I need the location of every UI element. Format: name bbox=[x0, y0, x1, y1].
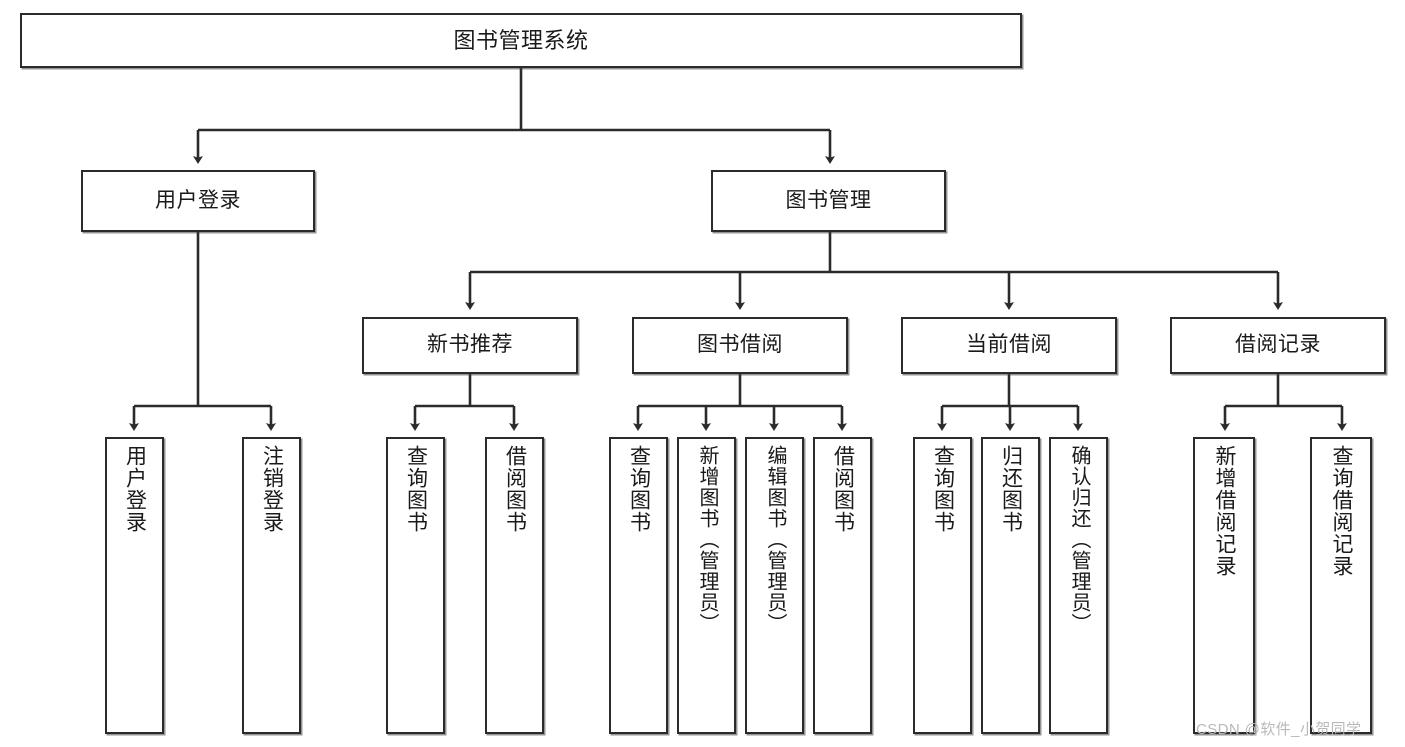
node-new-book-recommend[interactable]: 新书推荐 bbox=[362, 317, 578, 374]
leaf-current-borrow-confirm[interactable]: 确认归还（管理员） bbox=[1049, 437, 1108, 734]
node-borrow-record[interactable]: 借阅记录 bbox=[1170, 317, 1386, 374]
node-label: 查询图书 bbox=[931, 445, 955, 533]
node-current-borrow[interactable]: 当前借阅 bbox=[901, 317, 1117, 374]
node-label: 用户登录 bbox=[123, 445, 147, 533]
leaf-book-borrow-borrow[interactable]: 借阅图书 bbox=[813, 437, 872, 734]
csdn-watermark: CSDN @软件_小贺同学 bbox=[1196, 721, 1362, 738]
node-root-system[interactable]: 图书管理系统 bbox=[20, 13, 1022, 68]
leaf-book-borrow-edit[interactable]: 编辑图书（管理员） bbox=[745, 437, 804, 734]
node-label: 当前借阅 bbox=[966, 333, 1052, 357]
node-label: 用户登录 bbox=[155, 188, 241, 212]
node-label: 借阅图书 bbox=[503, 445, 527, 533]
node-label: 图书管理 bbox=[785, 188, 872, 212]
leaf-book-borrow-query[interactable]: 查询图书 bbox=[609, 437, 668, 734]
node-label: 查询图书 bbox=[404, 445, 428, 533]
node-label: 新增图书（管理员） bbox=[696, 445, 718, 634]
leaf-user-login-login[interactable]: 用户登录 bbox=[105, 437, 164, 734]
node-user-login[interactable]: 用户登录 bbox=[81, 170, 315, 232]
node-label: 确认归还（管理员） bbox=[1068, 445, 1090, 634]
node-book-borrow[interactable]: 图书借阅 bbox=[632, 317, 848, 374]
node-book-management[interactable]: 图书管理 bbox=[711, 170, 946, 232]
node-label: 查询借阅记录 bbox=[1330, 445, 1354, 577]
leaf-borrow-record-add[interactable]: 新增借阅记录 bbox=[1193, 437, 1255, 734]
node-label: 图书管理系统 bbox=[453, 27, 589, 53]
node-label: 归还图书 bbox=[999, 445, 1023, 533]
node-label: 新增借阅记录 bbox=[1213, 445, 1237, 577]
node-label: 查询图书 bbox=[627, 445, 651, 533]
node-label: 图书借阅 bbox=[697, 333, 783, 357]
leaf-book-borrow-add[interactable]: 新增图书（管理员） bbox=[677, 437, 736, 734]
leaf-user-login-logout[interactable]: 注销登录 bbox=[242, 437, 301, 734]
node-label: 编辑图书（管理员） bbox=[764, 445, 786, 634]
leaf-current-borrow-query[interactable]: 查询图书 bbox=[913, 437, 972, 734]
node-label: 借阅记录 bbox=[1235, 333, 1321, 357]
leaf-new-book-query[interactable]: 查询图书 bbox=[386, 437, 445, 734]
node-label: 借阅图书 bbox=[831, 445, 855, 533]
node-label: 注销登录 bbox=[260, 445, 284, 533]
leaf-current-borrow-return[interactable]: 归还图书 bbox=[981, 437, 1040, 734]
node-label: 新书推荐 bbox=[427, 333, 513, 357]
leaf-new-book-borrow[interactable]: 借阅图书 bbox=[485, 437, 544, 734]
leaf-borrow-record-query[interactable]: 查询借阅记录 bbox=[1310, 437, 1372, 734]
